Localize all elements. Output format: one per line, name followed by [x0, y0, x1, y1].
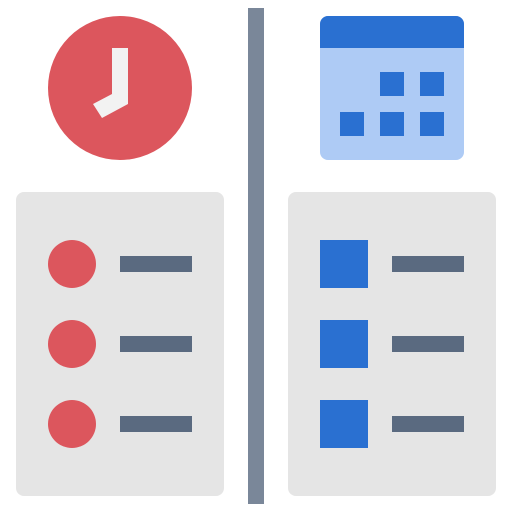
list-item-line	[392, 256, 464, 272]
list-bullet-circle	[48, 400, 96, 448]
list-bullet-square	[320, 400, 368, 448]
calendar-icon	[320, 16, 464, 160]
clock-hands	[93, 48, 128, 118]
left-list-panel	[16, 192, 224, 496]
list-bullet-square	[320, 240, 368, 288]
list-bullet-circle	[48, 240, 96, 288]
list-bullet-square	[320, 320, 368, 368]
list-item-line	[120, 416, 192, 432]
calendar-header	[320, 16, 464, 48]
calendar-cell	[420, 112, 444, 136]
calendar-cell	[380, 112, 404, 136]
clock-icon	[48, 16, 192, 160]
list-item-line	[120, 256, 192, 272]
list-item-line	[120, 336, 192, 352]
list-item-line	[392, 416, 464, 432]
right-list-panel	[288, 192, 496, 496]
list-bullet-circle	[48, 320, 96, 368]
calendar-cell	[420, 72, 444, 96]
calendar-cell	[340, 112, 364, 136]
list-item-line	[392, 336, 464, 352]
center-divider	[248, 8, 264, 504]
calendar-cell	[380, 72, 404, 96]
